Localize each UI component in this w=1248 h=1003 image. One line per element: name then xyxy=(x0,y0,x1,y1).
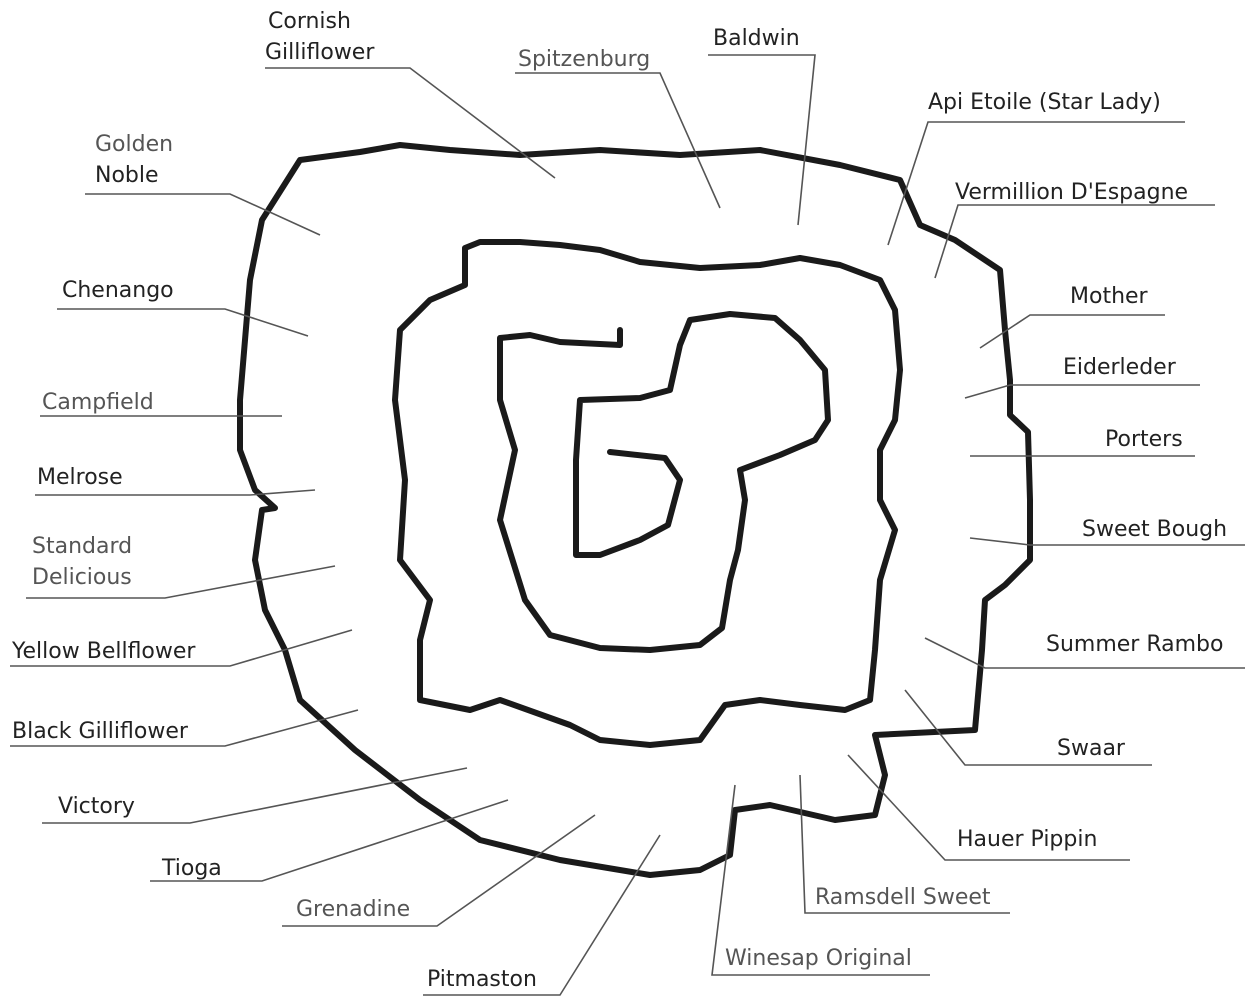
label-baldwin: Baldwin xyxy=(713,26,800,51)
label-sweetbough: Sweet Bough xyxy=(1082,517,1227,542)
leader-baldwin xyxy=(708,55,815,225)
label-blackgilli: Black Gilliflower xyxy=(12,719,189,744)
label-ramsdell: Ramsdell Sweet xyxy=(815,885,991,910)
label-pitmaston: Pitmaston xyxy=(427,967,537,992)
label-yellowbell: Yellow Bellflower xyxy=(11,639,196,664)
label-goldennoble-line2: Noble xyxy=(95,163,159,188)
label-summerrambo: Summer Rambo xyxy=(1046,632,1223,657)
label-vermillion: Vermillion D'Espagne xyxy=(955,180,1188,205)
label-tioga: Tioga xyxy=(161,856,222,881)
labels: Cornish Gilliflower Spitzenburg Baldwin … xyxy=(11,9,1227,992)
label-spitzenburg: Spitzenburg xyxy=(518,47,650,72)
label-porters: Porters xyxy=(1105,427,1183,452)
label-swaar: Swaar xyxy=(1057,736,1126,761)
maze-inner-wall xyxy=(500,314,828,650)
leader-chenango xyxy=(57,309,308,336)
maze-outer-wall xyxy=(240,145,1030,875)
label-melrose: Melrose xyxy=(37,465,123,490)
maze-middle-wall xyxy=(395,242,900,745)
label-chenango: Chenango xyxy=(62,278,174,303)
label-cornish-line1: Cornish xyxy=(268,9,351,34)
leader-goldennoble xyxy=(85,194,320,235)
maze-walls xyxy=(240,145,1030,875)
label-api: Api Etoile (Star Lady) xyxy=(928,90,1161,115)
label-standard-line2: Delicious xyxy=(32,565,132,590)
label-standard-line1: Standard xyxy=(32,534,132,559)
label-victory: Victory xyxy=(58,794,135,819)
leader-spitzenburg xyxy=(515,73,720,208)
label-goldennoble-line1: Golden xyxy=(95,132,173,157)
leader-melrose xyxy=(35,490,315,495)
label-campfield: Campfield xyxy=(42,390,154,415)
leader-vermillion xyxy=(935,205,1215,278)
label-winesap: Winesap Original xyxy=(725,946,912,971)
label-mother: Mother xyxy=(1070,284,1149,309)
leader-eiderleder xyxy=(965,385,1200,398)
label-grenadine: Grenadine xyxy=(296,897,410,922)
label-cornish-line2: Gilliflower xyxy=(265,40,375,65)
label-eiderleder: Eiderleder xyxy=(1063,355,1177,380)
label-hauer: Hauer Pippin xyxy=(957,827,1097,852)
